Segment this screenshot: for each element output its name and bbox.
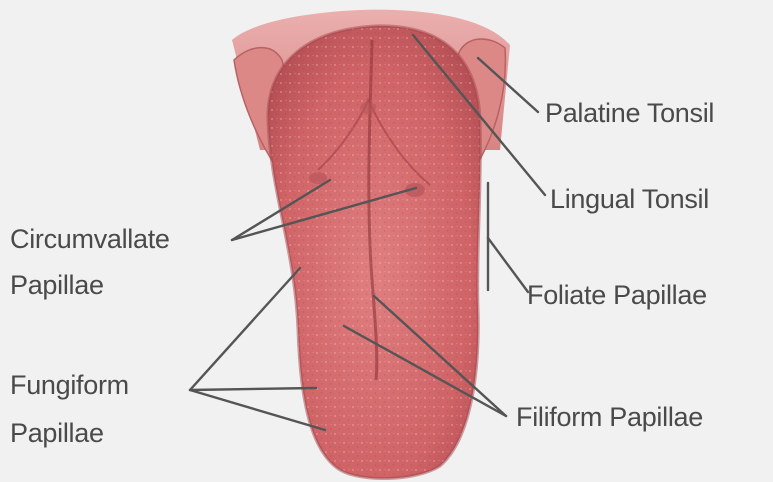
label-fungiform-line1: Fungiform <box>10 368 129 402</box>
circumvallate-papilla <box>360 102 376 114</box>
label-fungiform-line2: Papillae <box>10 416 104 450</box>
label-palatine-tonsil: Palatine Tonsil <box>545 96 714 130</box>
label-lingual-tonsil: Lingual Tonsil <box>550 182 709 216</box>
fungiform-leader-1 <box>190 268 300 390</box>
label-circumvallate-line2: Papillae <box>10 268 104 302</box>
label-foliate-papillae: Foliate Papillae <box>527 278 707 312</box>
fungiform-leader-2 <box>190 388 316 390</box>
foliate-papillae-leader <box>488 238 528 292</box>
tongue-texture <box>268 26 480 479</box>
label-filiform-papillae: Filiform Papillae <box>516 400 703 434</box>
label-circumvallate-line1: Circumvallate <box>10 222 170 256</box>
